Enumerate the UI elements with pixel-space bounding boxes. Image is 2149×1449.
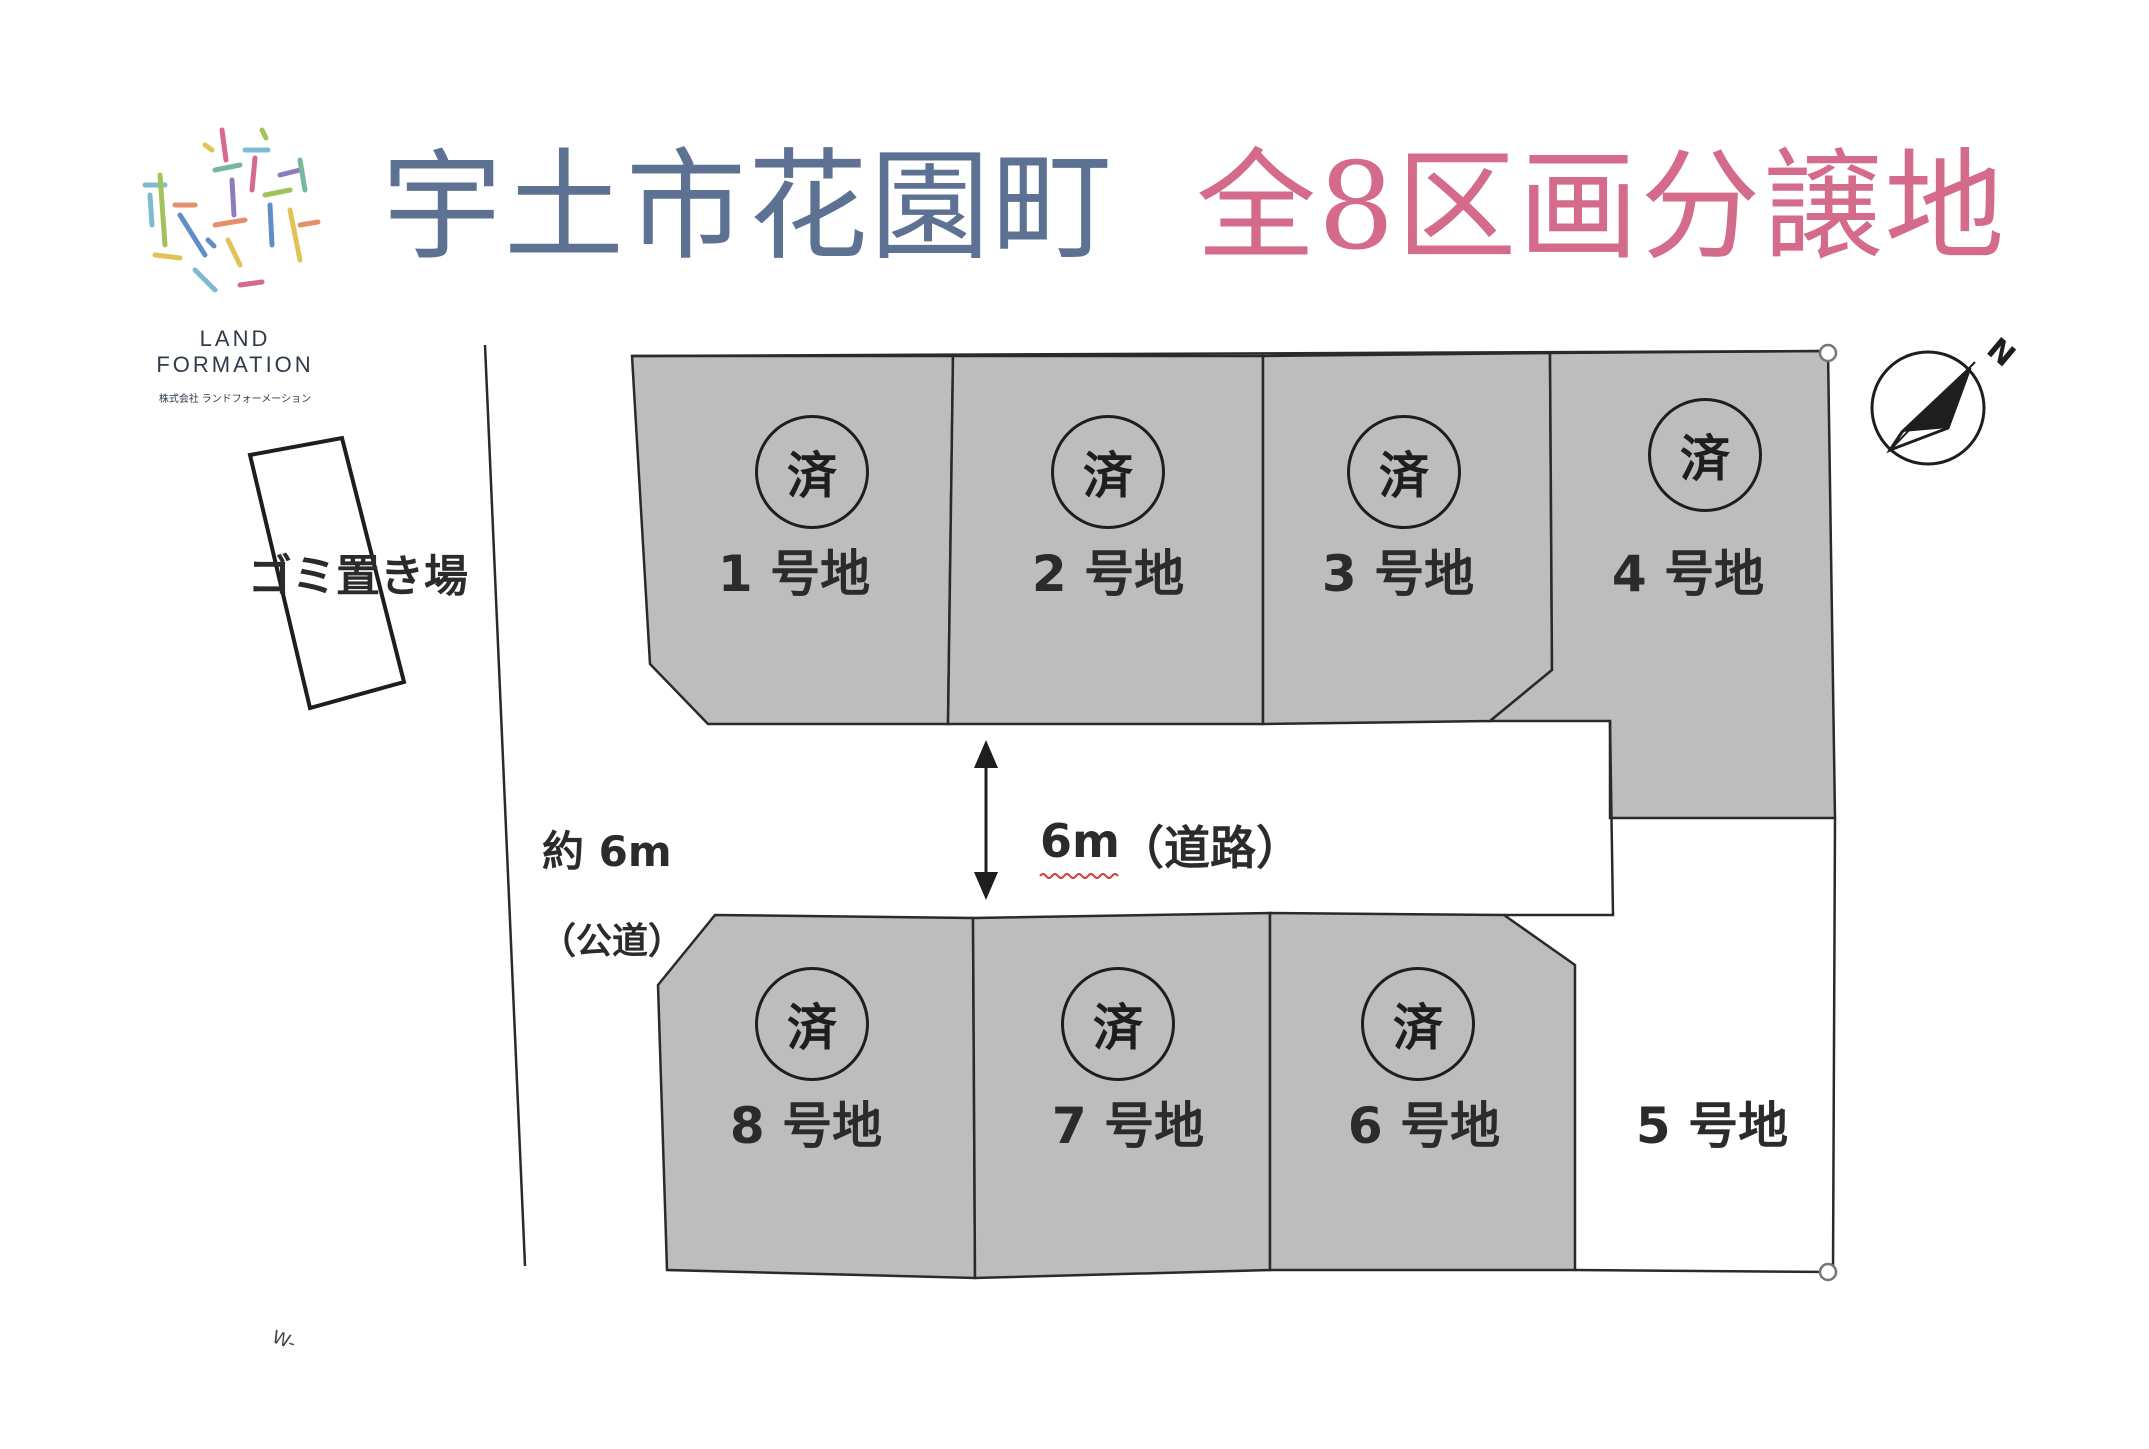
compass-north-label: N [1980, 331, 2022, 374]
lot-4-label: 4 号地 [1611, 545, 1765, 603]
spellcheck-underline [1039, 873, 1119, 879]
boundary-marker-ne [1818, 343, 1838, 363]
lot-6-label: 6 号地 [1347, 1097, 1501, 1155]
compass-icon [1870, 350, 1986, 466]
lot-7-label: 7 号地 [1051, 1097, 1205, 1155]
lower-lot-block [656, 911, 1577, 1280]
public-road-edge [483, 344, 527, 1267]
lot-2-sold-badge: 済 [1051, 415, 1165, 529]
lot-8-label: 8 号地 [729, 1097, 883, 1155]
lot-6-area [1268, 911, 1577, 1272]
public-road-width-label: 約 6m [542, 827, 672, 876]
logo-brand-line1: LAND [199, 326, 271, 351]
road-width-label: 6m [1040, 814, 1120, 868]
boundary-marker-se [1818, 1262, 1838, 1282]
lot-5-boundary [1574, 817, 1837, 1274]
road-name-label: （道路） [1118, 821, 1302, 875]
site-north-edge [631, 349, 1829, 358]
lot-4-sold-badge: 済 [1648, 398, 1762, 512]
lot-1-sold-badge: 済 [755, 415, 869, 529]
logo-brand-line2: FORMATION [156, 352, 314, 377]
land-formation-logo-mark [142, 127, 321, 293]
lot-2-label: 2 号地 [1031, 545, 1185, 603]
public-road-name-label: （公道） [540, 921, 685, 962]
logo-company: 株式会社 ランドフォーメーション [158, 394, 312, 405]
lot-5-label: 5 号地 [1635, 1097, 1789, 1155]
lot-6-sold-badge: 済 [1361, 967, 1475, 1081]
garbage-area-label: ゴミ置き場 [248, 551, 468, 602]
road-right-edge [1504, 720, 1615, 917]
lot-3-sold-badge: 済 [1347, 415, 1461, 529]
garbage-area-box [247, 435, 407, 711]
title-subdivision: 全8区画分譲地 [1196, 138, 2007, 277]
lot-8-area [656, 913, 977, 1280]
lot-3-label: 3 号地 [1321, 545, 1475, 603]
road-width-arrow [974, 740, 998, 900]
lot-1-label: 1 号地 [717, 545, 871, 603]
title-location: 宇土市花園町 [382, 138, 1114, 277]
lot-7-sold-badge: 済 [1061, 967, 1175, 1081]
lot-8-sold-badge: 済 [755, 967, 869, 1081]
